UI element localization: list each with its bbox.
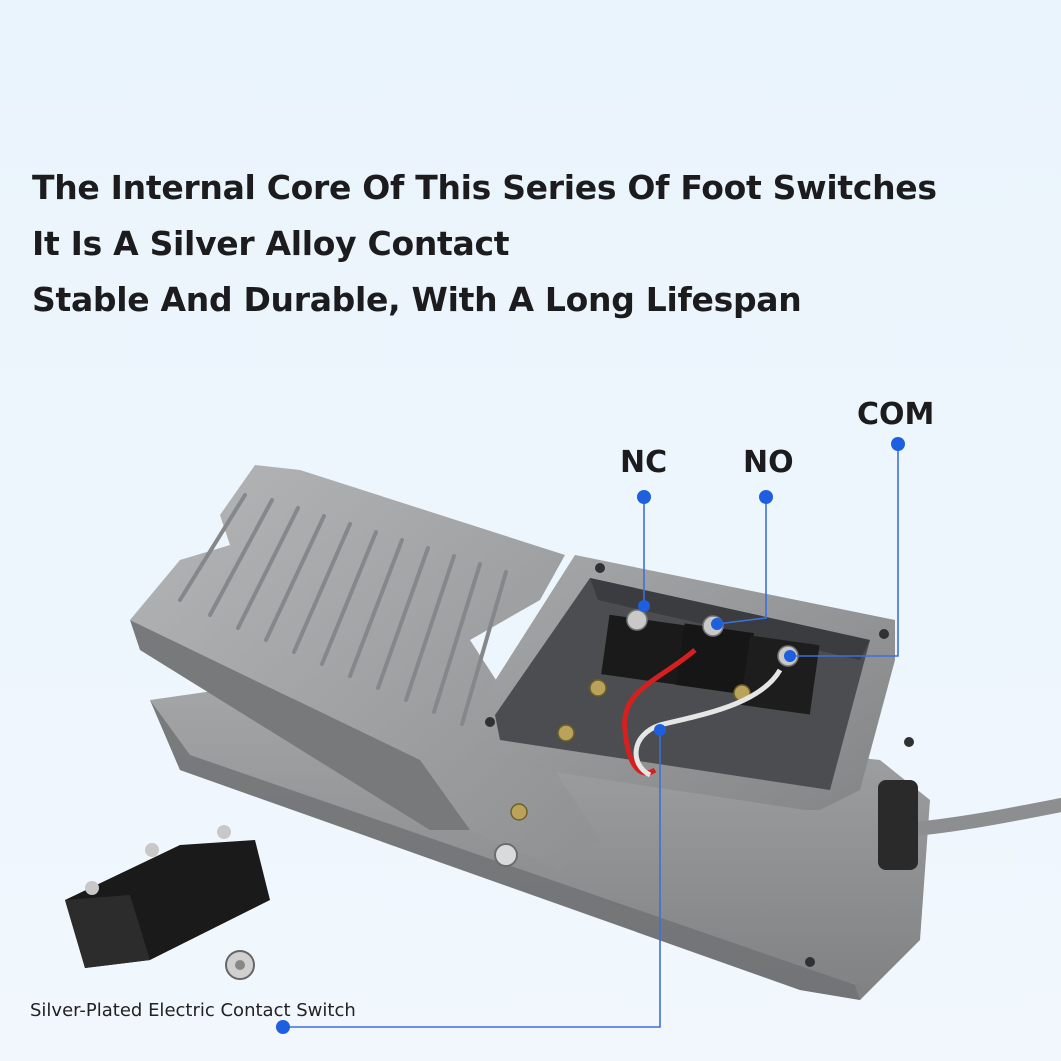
cable-gland	[878, 780, 918, 870]
pedal-grooves	[178, 493, 508, 726]
com-point	[784, 650, 796, 662]
loose-micro-switch	[65, 825, 270, 980]
cable	[898, 798, 1061, 837]
nc-point	[638, 600, 650, 612]
no-label: NO	[743, 445, 794, 480]
headline-line-1: The Internal Core Of This Series Of Foot…	[32, 168, 937, 207]
pedal	[130, 465, 600, 870]
no-marker	[759, 490, 773, 504]
nc-marker	[637, 490, 651, 504]
no-point	[711, 618, 723, 630]
headline-line-2: It Is A Silver Alloy Contact	[32, 224, 510, 263]
nc-label: NC	[620, 445, 668, 480]
terminal-markers	[276, 437, 905, 1034]
leader-lines	[283, 444, 899, 1028]
contact-switch-caption: Silver-Plated Electric Contact Switch	[30, 1000, 356, 1021]
headline: The Internal Core Of This Series Of Foot…	[32, 160, 937, 328]
red-wire	[622, 648, 697, 776]
com-marker	[891, 437, 905, 451]
no-leader	[716, 497, 767, 625]
caption-leader	[283, 730, 661, 1028]
caption-marker	[276, 1020, 290, 1034]
pivot-bolt	[494, 843, 518, 867]
headline-line-3: Stable And Durable, With A Long Lifespan	[32, 280, 802, 319]
com-leader	[790, 444, 899, 657]
core-point	[654, 724, 666, 736]
com-label: COM	[857, 397, 935, 432]
